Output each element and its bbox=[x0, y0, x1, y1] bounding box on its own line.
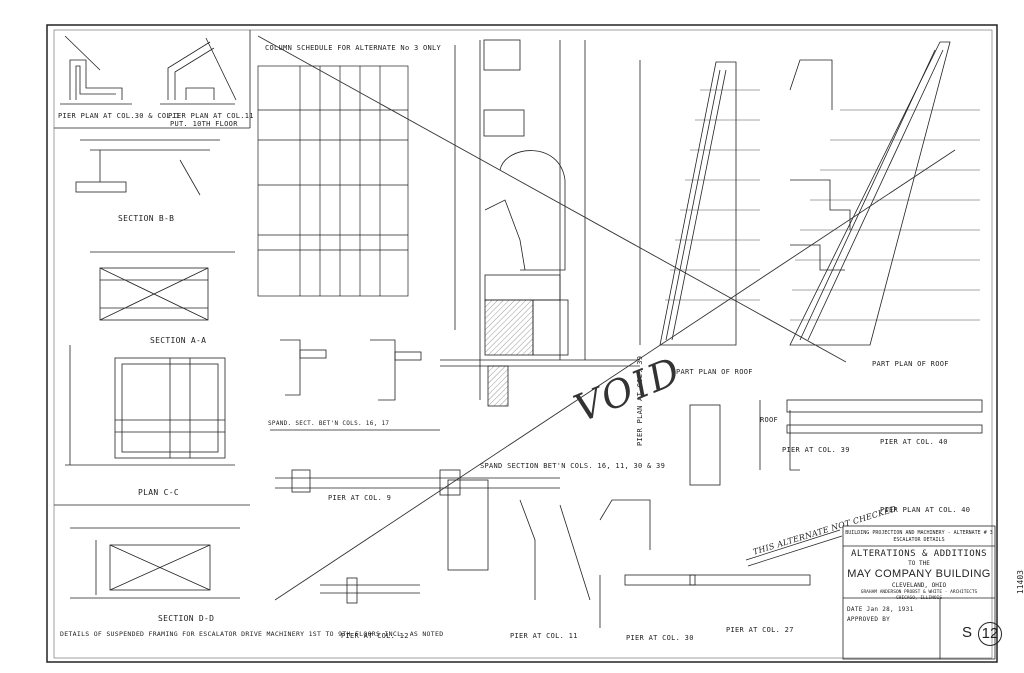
label-pier-col11-roof: PIER AT COL. 11 bbox=[510, 632, 578, 640]
escalator-plan-left bbox=[639, 60, 760, 346]
label-pier-col12: PIER AT COL. 12 bbox=[341, 632, 409, 640]
label-pier-col30-roof: PIER AT COL. 30 bbox=[626, 634, 694, 642]
label-pier-col27: PIER AT COL. 27 bbox=[726, 626, 794, 634]
edge-note: 11403 bbox=[1016, 570, 1024, 595]
title-line-2: TO THE bbox=[908, 560, 930, 567]
label-pier-col40-plan: PIER PLAN AT COL. 40 bbox=[880, 506, 971, 514]
title-line-3: MAY COMPANY BUILDING bbox=[847, 568, 991, 580]
label-plan-cc: PLAN C-C bbox=[138, 488, 179, 497]
sheet-number: 12 bbox=[978, 622, 1002, 646]
plan-cc-drawing bbox=[65, 345, 235, 466]
outer-border bbox=[46, 24, 998, 663]
label-details-note: DETAILS OF SUSPENDED FRAMING FOR ESCALAT… bbox=[60, 630, 444, 638]
section-aa-drawing bbox=[90, 251, 235, 321]
label-section-dd: SECTION D-D bbox=[158, 614, 215, 623]
title-line-1: ALTERATIONS & ADDITIONS bbox=[850, 549, 988, 559]
escalator-plan-right bbox=[789, 41, 980, 346]
title-line-5: GRAHAM ANDERSON PROBST & WHITE - ARCHITE… bbox=[860, 590, 978, 595]
inner-border bbox=[53, 29, 993, 659]
label-pier-col39: PIER AT COL. 39 bbox=[782, 446, 850, 454]
title-block: BUILDING PROJECTION AND MACHINERY - ALTE… bbox=[843, 526, 995, 659]
section-bb-drawing bbox=[75, 139, 220, 196]
title-approved: APPROVED BY bbox=[847, 616, 891, 623]
label-pier-col30: PIER PLAN AT COL.30 & COL.1 bbox=[58, 112, 180, 120]
alternate-stamp-lines bbox=[745, 529, 843, 567]
title-line-6: CHICAGO, ILLINOIS bbox=[895, 596, 943, 601]
label-pier-col9: PIER AT COL. 9 bbox=[328, 494, 392, 502]
label-floor10: PUT. 10TH FLOOR bbox=[170, 120, 238, 128]
label-pier-col40: PIER AT COL. 40 bbox=[880, 438, 948, 446]
label-pier-col11: PIER PLAN AT COL.11 bbox=[168, 112, 254, 120]
title-subtitle: BUILDING PROJECTION AND MACHINERY - ALTE… bbox=[845, 530, 993, 543]
pier-details-lower-right bbox=[320, 399, 983, 628]
title-block-frame bbox=[842, 525, 996, 660]
left-panel-frames bbox=[54, 30, 251, 506]
label-spandrel-section: SPAND SECTION BET'N COLS. 16, 11, 30 & 3… bbox=[480, 462, 666, 470]
column-schedule-table bbox=[257, 65, 409, 297]
label-roof: ROOF bbox=[760, 416, 779, 424]
cross-out-lines bbox=[257, 35, 956, 601]
central-section-drawing bbox=[440, 39, 640, 407]
label-part-plan-roof: PART PLAN OF ROOF bbox=[676, 368, 753, 376]
label-part-plan-roof-2: PART PLAN OF ROOF bbox=[872, 360, 949, 368]
section-dd-drawing bbox=[70, 527, 240, 599]
label-column-schedule: COLUMN SCHEDULE FOR ALTERNATE No 3 ONLY bbox=[265, 44, 442, 52]
title-line-4: CLEVELAND, OHIO bbox=[891, 582, 947, 589]
sheet-letter: S bbox=[962, 624, 973, 641]
label-section-bb: SECTION B-B bbox=[118, 214, 175, 223]
label-spandrel-sect: SPAND. SECT. BET'N COLS. 16, 17 bbox=[268, 420, 390, 427]
title-date: DATE Jan 28, 1931 bbox=[847, 606, 914, 613]
spandrel-sections bbox=[270, 339, 560, 496]
label-section-aa: SECTION A-A bbox=[150, 336, 207, 345]
pier-plans-top-left bbox=[60, 35, 237, 105]
